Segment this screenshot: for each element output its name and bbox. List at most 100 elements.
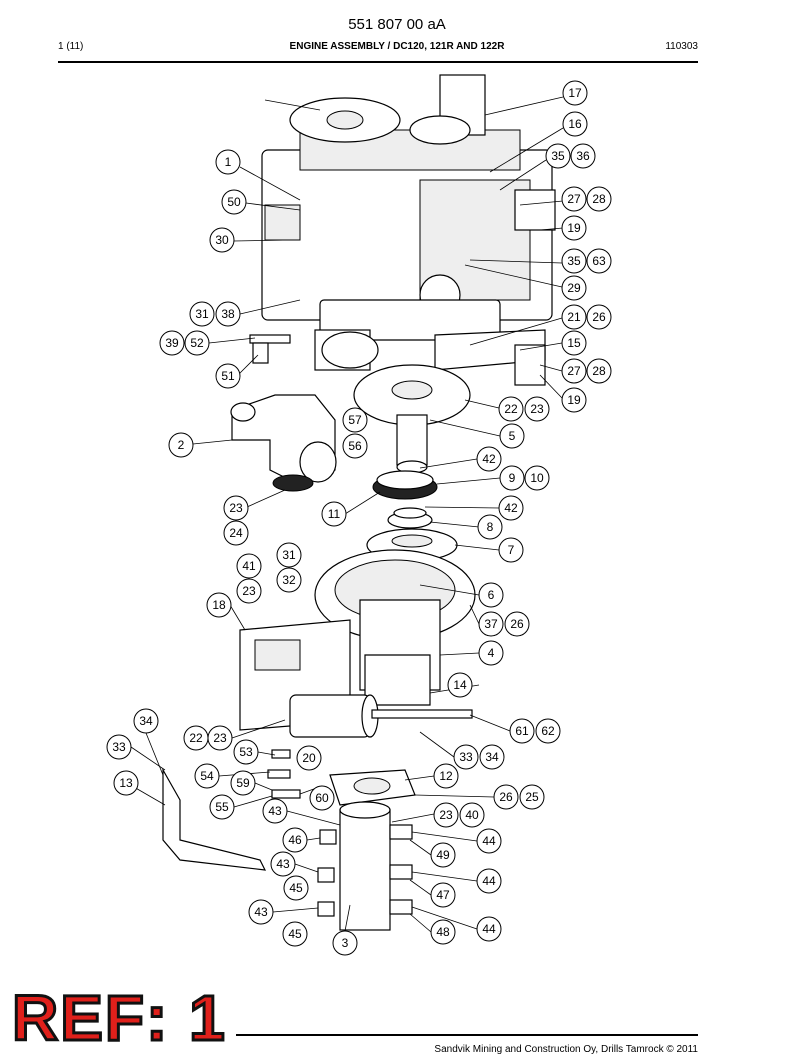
svg-text:52: 52 <box>190 336 204 350</box>
callout-23: 23 <box>524 396 550 422</box>
svg-text:9: 9 <box>509 471 516 485</box>
callout-52: 52 <box>184 330 210 356</box>
svg-text:45: 45 <box>289 881 303 895</box>
hydraulic-fittings-44-49 <box>317 824 413 917</box>
svg-text:44: 44 <box>482 922 496 936</box>
svg-text:28: 28 <box>592 364 606 378</box>
callout-4: 4 <box>478 640 504 666</box>
callout-39: 39 <box>159 330 185 356</box>
callout-3: 3 <box>332 930 358 956</box>
page-title: ENGINE ASSEMBLY / DC120, 121R AND 122R <box>289 41 505 52</box>
svg-text:49: 49 <box>436 848 450 862</box>
footer-rule <box>236 1034 698 1036</box>
callout-27: 27 <box>561 186 587 212</box>
svg-text:34: 34 <box>139 714 153 728</box>
callout-37: 37 <box>478 611 504 637</box>
svg-text:60: 60 <box>315 791 329 805</box>
callout-19: 19 <box>561 387 587 413</box>
engine-mount-bracket <box>434 329 546 386</box>
callout-23: 23 <box>236 578 262 604</box>
callout-8: 8 <box>477 514 503 540</box>
svg-text:23: 23 <box>242 584 256 598</box>
callout-23: 23 <box>223 495 249 521</box>
callout-34: 34 <box>133 708 159 734</box>
callout-21: 21 <box>561 304 587 330</box>
callout-17: 17 <box>562 80 588 106</box>
callout-42: 42 <box>476 446 502 472</box>
svg-text:10: 10 <box>530 471 544 485</box>
svg-text:17: 17 <box>568 86 582 100</box>
svg-text:5: 5 <box>509 429 516 443</box>
callout-55: 55 <box>209 794 235 820</box>
svg-text:27: 27 <box>567 364 581 378</box>
svg-text:61: 61 <box>515 724 529 738</box>
callout-1: 1 <box>215 149 241 175</box>
callout-46: 46 <box>282 827 308 853</box>
svg-text:43: 43 <box>254 905 268 919</box>
svg-text:37: 37 <box>484 617 498 631</box>
callout-44: 44 <box>476 828 502 854</box>
flywheel-disk <box>353 364 471 474</box>
callout-56: 56 <box>342 433 368 459</box>
callout-23: 23 <box>433 802 459 828</box>
svg-text:33: 33 <box>459 750 473 764</box>
callout-7: 7 <box>498 537 524 563</box>
callout-34: 34 <box>479 744 505 770</box>
callout-6: 6 <box>478 582 504 608</box>
callout-60: 60 <box>309 785 335 811</box>
callout-26: 26 <box>504 611 530 637</box>
svg-text:55: 55 <box>215 800 229 814</box>
svg-text:33: 33 <box>112 740 126 754</box>
svg-text:56: 56 <box>348 439 362 453</box>
gearbox-plate-part-12 <box>329 769 416 806</box>
callout-44: 44 <box>476 916 502 942</box>
callout-45: 45 <box>283 875 309 901</box>
svg-text:7: 7 <box>508 543 515 557</box>
callout-38: 38 <box>215 301 241 327</box>
callout-35: 35 <box>561 248 587 274</box>
svg-text:31: 31 <box>282 548 296 562</box>
engine-block <box>261 74 556 371</box>
sensor-part-39-52 <box>249 334 291 364</box>
svg-text:4: 4 <box>488 646 495 660</box>
coupling-part-8 <box>387 507 433 529</box>
svg-text:27: 27 <box>567 192 581 206</box>
callout-43: 43 <box>262 798 288 824</box>
svg-text:24: 24 <box>229 526 243 540</box>
callout-45: 45 <box>282 921 308 947</box>
svg-text:51: 51 <box>221 369 235 383</box>
svg-text:57: 57 <box>348 413 362 427</box>
svg-text:23: 23 <box>530 402 544 416</box>
page-indicator: 1 (11) <box>58 41 84 52</box>
callout-62: 62 <box>535 718 561 744</box>
svg-text:26: 26 <box>592 310 606 324</box>
svg-text:54: 54 <box>200 769 214 783</box>
callout-36: 36 <box>570 143 596 169</box>
pump-housing-part-4 <box>239 619 431 731</box>
callout-50: 50 <box>221 189 247 215</box>
svg-text:23: 23 <box>439 808 453 822</box>
svg-text:6: 6 <box>488 588 495 602</box>
svg-text:34: 34 <box>485 750 499 764</box>
svg-text:12: 12 <box>439 769 453 783</box>
callout-63: 63 <box>586 248 612 274</box>
svg-text:42: 42 <box>482 452 496 466</box>
svg-text:1: 1 <box>225 155 232 169</box>
svg-text:50: 50 <box>227 195 241 209</box>
footer-copyright: Sandvik Mining and Construction Oy, Dril… <box>434 1044 698 1055</box>
svg-text:46: 46 <box>288 833 302 847</box>
callout-5: 5 <box>499 423 525 449</box>
callout-35: 35 <box>545 143 571 169</box>
svg-text:30: 30 <box>215 233 229 247</box>
callout-23: 23 <box>207 725 233 751</box>
document-number: 551 807 00 aA <box>348 16 446 33</box>
callout-14: 14 <box>447 672 473 698</box>
callout-18: 18 <box>206 592 232 618</box>
callout-12: 12 <box>433 763 459 789</box>
svg-text:29: 29 <box>567 281 581 295</box>
callout-28: 28 <box>586 358 612 384</box>
callout-13: 13 <box>113 770 139 796</box>
date-code: 110303 <box>665 41 698 52</box>
callout-47: 47 <box>430 882 456 908</box>
callout-16: 16 <box>562 111 588 137</box>
